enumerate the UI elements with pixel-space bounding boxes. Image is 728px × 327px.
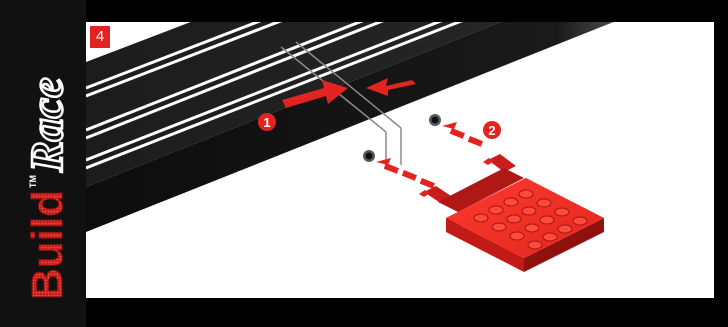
sidebar-logo-strip: Build TM Race bbox=[0, 0, 86, 327]
step-number-badge: 4 bbox=[90, 26, 110, 48]
connector-hole-left bbox=[363, 150, 375, 162]
insert-arrow-right bbox=[442, 122, 483, 147]
track-side-face bbox=[86, 22, 614, 232]
callout-1-label: 1 bbox=[263, 115, 270, 130]
connector-hole-right bbox=[429, 114, 441, 126]
build-n-race-logo: Build TM Race bbox=[20, 76, 74, 300]
push-arrow-left bbox=[282, 80, 348, 108]
callout-2: 2 bbox=[483, 121, 501, 139]
lane-stripes bbox=[86, 22, 463, 170]
insert-arrow-left bbox=[376, 158, 435, 189]
push-arrow-right bbox=[366, 78, 416, 96]
connector-brick bbox=[419, 154, 604, 272]
step-panel: 1 2 bbox=[86, 22, 714, 298]
logo-word-race: Race bbox=[21, 77, 72, 173]
logo-trademark: TM bbox=[28, 175, 38, 188]
brick-peg-right bbox=[483, 154, 516, 172]
assembly-illustration: 1 2 bbox=[86, 22, 614, 272]
callout-1: 1 bbox=[258, 113, 276, 131]
brick-studs bbox=[473, 189, 588, 250]
logo-word-build: Build bbox=[23, 190, 72, 300]
callout-2-label: 2 bbox=[488, 123, 495, 138]
